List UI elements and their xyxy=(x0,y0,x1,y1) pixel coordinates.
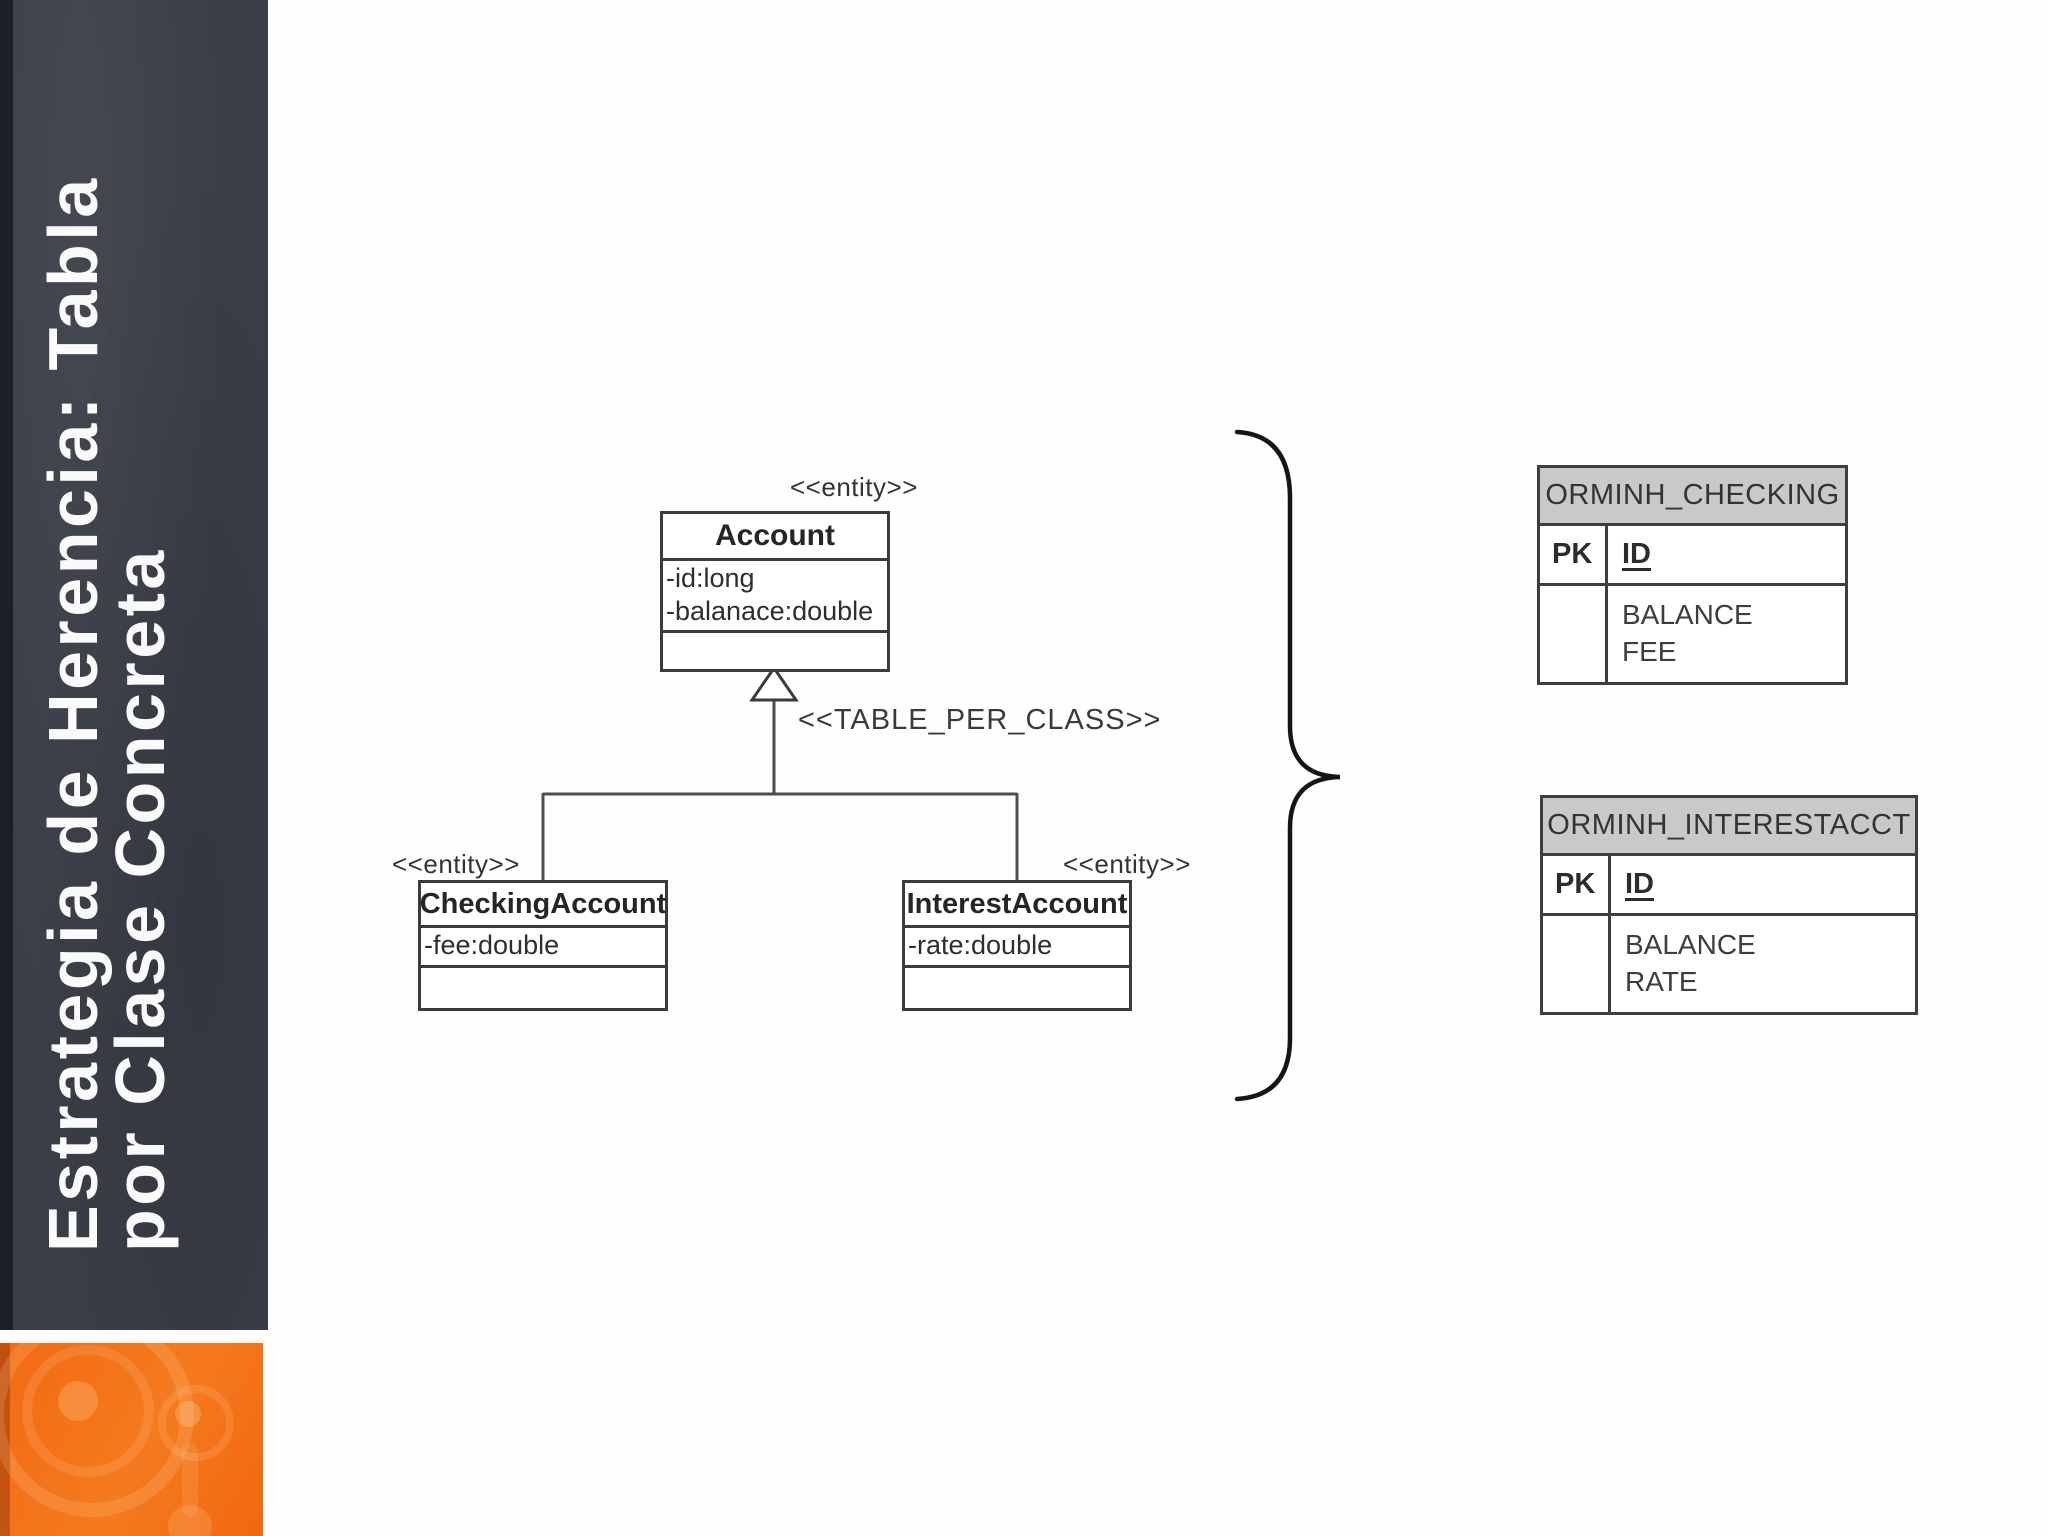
deco-circle xyxy=(22,1345,154,1477)
table-row: PK ID xyxy=(1543,856,1915,916)
uml-class-interestaccount-attributes: -rate:double xyxy=(905,925,1129,965)
uml-class-account-attributes: -id:long -balanace:double xyxy=(663,558,887,630)
uml-attribute: -balanace:double xyxy=(666,596,874,626)
uml-class-interestaccount: InterestAccount -rate:double xyxy=(902,880,1132,1011)
sidebar-left-edge xyxy=(0,0,13,1330)
column-list: BALANCE RATE xyxy=(1611,916,1915,1012)
column-name: RATE xyxy=(1625,966,1698,997)
deco-circle xyxy=(168,1505,212,1536)
uml-class-checkingaccount-attributes: -fee:double xyxy=(421,925,665,965)
uml-class-account-operations xyxy=(663,630,887,669)
table-row: PK ID xyxy=(1540,526,1845,586)
uml-generalization-triangle xyxy=(749,665,799,702)
db-table-orminh-checking-title: ORMINH_CHECKING xyxy=(1540,468,1845,526)
db-table-orminh-interestacct-title: ORMINH_INTERESTACCT xyxy=(1543,798,1915,856)
stereotype-checking-label: <<entity>> xyxy=(392,849,520,879)
deco-streak xyxy=(182,1443,198,1517)
uml-class-checkingaccount: CheckingAccount -fee:double xyxy=(418,880,668,1011)
column-name: BALANCE xyxy=(1622,599,1753,630)
uml-class-checkingaccount-name: CheckingAccount xyxy=(419,887,667,920)
strategy-stereotype-label: <<TABLE_PER_CLASS>> xyxy=(798,704,1162,736)
db-table-orminh-checking: ORMINH_CHECKING PK ID BALANCE FEE xyxy=(1537,465,1848,685)
deco-circle xyxy=(175,1401,201,1427)
table-row: BALANCE FEE xyxy=(1540,586,1845,682)
sidebar-panel: Estrategia de Herencia: Tabla por Clase … xyxy=(0,0,268,1330)
column-name: FEE xyxy=(1622,636,1677,667)
uml-class-account-name: Account xyxy=(715,519,835,552)
pk-column-cell: ID xyxy=(1608,526,1845,583)
uml-attribute: -rate:double xyxy=(908,930,1053,960)
pk-cell: PK xyxy=(1540,526,1608,583)
uml-attribute: -fee:double xyxy=(424,930,560,960)
pk-column-name: ID xyxy=(1622,538,1651,570)
uml-class-interestaccount-name: InterestAccount xyxy=(906,887,1128,920)
column-list: BALANCE FEE xyxy=(1608,586,1845,682)
pk-cell-empty xyxy=(1540,586,1608,682)
uml-class-interestaccount-operations xyxy=(905,965,1129,1008)
pk-cell-empty xyxy=(1543,916,1611,1012)
stereotype-account-label: <<entity>> xyxy=(790,472,918,502)
stereotype-interest-label: <<entity>> xyxy=(1063,849,1191,879)
uml-attribute: -id:long xyxy=(666,563,755,593)
column-name: BALANCE xyxy=(1625,929,1756,960)
db-table-orminh-interestacct: ORMINH_INTERESTACCT PK ID BALANCE RATE xyxy=(1540,795,1918,1015)
curly-brace xyxy=(1234,429,1341,1102)
deco-circle xyxy=(158,1385,234,1461)
table-row: BALANCE RATE xyxy=(1543,916,1915,1012)
pk-column-cell: ID xyxy=(1611,856,1915,913)
uml-class-account: Account -id:long -balanace:double xyxy=(660,511,890,672)
accent-block xyxy=(0,1343,263,1536)
pk-cell: PK xyxy=(1543,856,1611,913)
pk-column-name: ID xyxy=(1625,868,1654,900)
uml-class-checkingaccount-operations xyxy=(421,965,665,1008)
deco-circle xyxy=(58,1381,98,1421)
